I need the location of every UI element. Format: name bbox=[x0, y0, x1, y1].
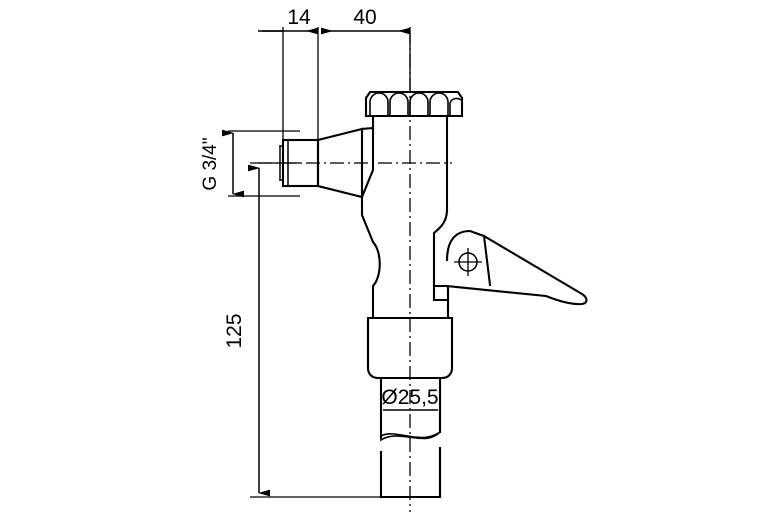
body-right-profile bbox=[432, 114, 450, 320]
body-left-profile bbox=[360, 114, 381, 320]
lever-blade bbox=[445, 234, 588, 306]
knurled-cap bbox=[364, 90, 464, 118]
dim-label-14: 14 bbox=[287, 6, 311, 29]
height-dimension-group: 125 bbox=[223, 162, 412, 498]
centerlines bbox=[258, 30, 452, 512]
dim-label-outlet: Ø25,5 bbox=[381, 386, 438, 409]
break-symbol bbox=[380, 431, 441, 442]
valve-body bbox=[360, 114, 450, 320]
lever-handle bbox=[445, 229, 588, 306]
knurl-arc-2 bbox=[389, 92, 409, 116]
body-inlet-shoulder bbox=[360, 126, 375, 131]
knurl-arc-5 bbox=[449, 97, 462, 116]
outlet-dimension-group: Ø25,5 bbox=[381, 386, 439, 411]
lever-hub-profile bbox=[445, 229, 486, 262]
lever-rib-line bbox=[482, 234, 492, 287]
knurl-arc-4 bbox=[429, 92, 449, 116]
top-dimension-group: 14 40 bbox=[258, 6, 411, 140]
outlet-nut bbox=[366, 316, 454, 380]
outlet-nut-profile bbox=[366, 316, 454, 380]
body-lower-ledge bbox=[432, 284, 450, 302]
outlet-spout bbox=[379, 376, 442, 499]
dim-label-thread: G 3/4" bbox=[200, 137, 221, 190]
dim-label-40: 40 bbox=[353, 6, 376, 29]
dim-label-125: 125 bbox=[223, 313, 246, 348]
knurl-arc-1 bbox=[369, 92, 389, 116]
knurl-arc-3 bbox=[409, 92, 429, 116]
